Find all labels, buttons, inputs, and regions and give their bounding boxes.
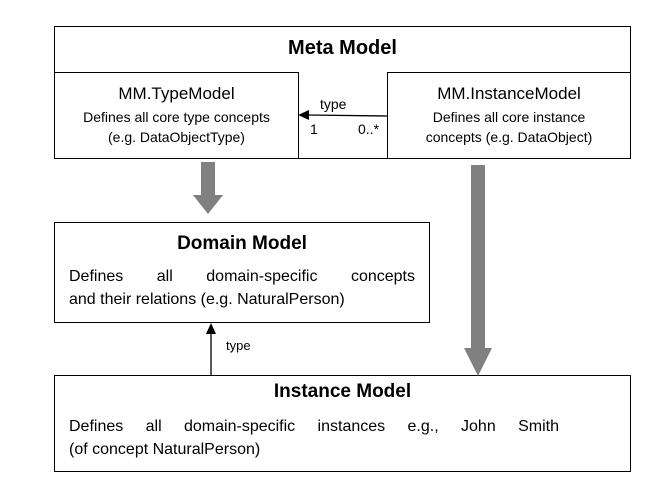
domain-model-title: Domain Model — [177, 233, 307, 254]
type-model-title: MM.TypeModel — [118, 84, 235, 103]
mm-instance-model-desc-line: Defines all core instance — [432, 109, 586, 125]
target-multiplicity: 1 — [310, 121, 318, 137]
domain-model-desc-line: Defines all domain-specific concepts — [69, 268, 415, 285]
domain-model-description: Defines all domain-specific concepts and… — [69, 265, 415, 311]
instance-model-description: Defines all domain-specific instances e.… — [69, 415, 559, 461]
instance-model-desc-line: Defines all domain-specific instances e.… — [69, 418, 559, 435]
association-line — [307, 114, 388, 117]
meta-instance-to-instance-arrow — [464, 165, 492, 376]
mm-instance-model-description: Defines all core instance concepts (e.g.… — [387, 107, 631, 147]
type-model-box — [54, 72, 299, 159]
type-model-desc-line: (e.g. DataObjectType) — [108, 129, 245, 145]
source-multiplicity: 0..* — [358, 121, 380, 137]
domain-type-arrowhead — [206, 323, 216, 334]
association-arrowhead — [298, 110, 309, 120]
instance-model-title: Instance Model — [273, 381, 412, 402]
domain-type-label: type — [226, 338, 251, 353]
domain-model-box — [54, 222, 430, 323]
mm-instance-model-desc-line: concepts (e.g. DataObject) — [425, 129, 593, 145]
type-to-domain-block-arrow — [193, 162, 223, 214]
mm-instance-model-box — [387, 72, 631, 159]
mm-instance-model-title: MM.InstanceModel — [437, 84, 581, 103]
domain-model-desc-line: and their relations (e.g. NaturalPerson) — [69, 291, 345, 308]
type-model-desc-line: Defines all core type concepts — [83, 109, 270, 125]
instance-model-desc-line: (of concept NaturalPerson) — [69, 441, 261, 458]
meta-type-label: type — [320, 96, 347, 112]
meta-model-title: Meta Model — [288, 37, 397, 59]
instance-model-box — [54, 375, 631, 472]
type-model-description: Defines all core type concepts (e.g. Dat… — [54, 107, 299, 147]
